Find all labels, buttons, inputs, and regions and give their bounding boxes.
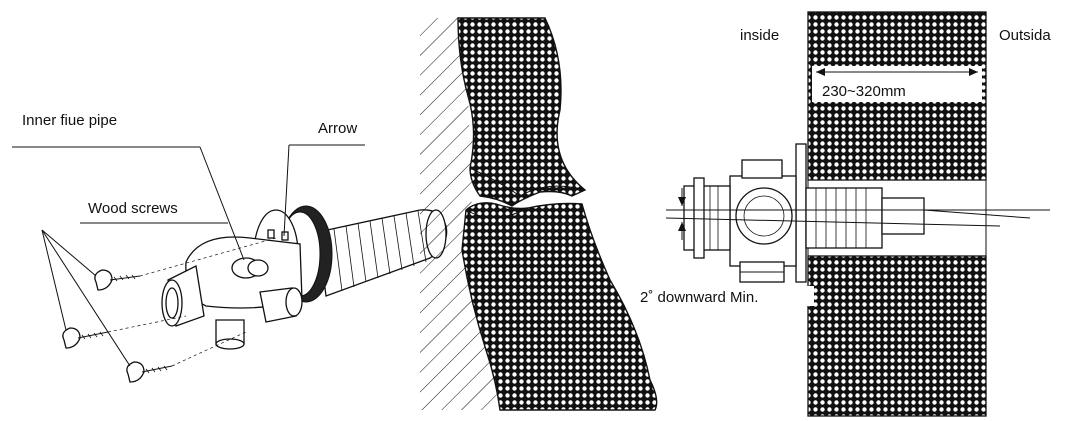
inner-pipe-leader [199, 146, 245, 261]
outside-label: Outsida [999, 27, 1051, 44]
wood-screws-leader-1 [41, 229, 97, 277]
screw-1 [94, 269, 141, 291]
wood-screws-leader-2 [41, 229, 67, 331]
wall-dotted-mass [457, 17, 587, 207]
side-cross-fitting [729, 159, 797, 283]
slope-label: 2˚ downward Min. [640, 289, 758, 306]
leader-lines [12, 144, 365, 367]
pipe-assembly: Inner fiue pipe Arrow Wood screws [12, 112, 448, 383]
left-corrugated-socket [683, 177, 731, 259]
installed-section: inside Outsida 230~320mm [640, 11, 1051, 417]
through-wall-pipe [805, 187, 1031, 249]
screw-2 [62, 327, 109, 349]
arrow-leader [283, 144, 290, 237]
inner-flue-pipe-label: Inner fiue pipe [22, 112, 117, 129]
wood-screws-leader-3 [41, 229, 131, 367]
wall-hole-bottom [465, 207, 529, 219]
inside-label: inside [740, 27, 779, 44]
wall-hatching [420, 18, 600, 410]
wood-screws-label: Wood screws [88, 200, 178, 217]
screw-paths [107, 237, 277, 367]
thickness-dimension [812, 66, 982, 102]
cross-fitting-body [161, 229, 303, 350]
outer-wall-bottom [807, 255, 987, 417]
slope-lines [665, 188, 1050, 240]
wall-flange-plate [795, 143, 807, 283]
screw-3 [126, 361, 173, 383]
wall-thickness-label: 230~320mm [822, 83, 906, 100]
arrow-label: Arrow [318, 120, 357, 137]
wall-hole-edge [469, 167, 586, 197]
wall-section [420, 17, 658, 411]
wall-dotted-lower [461, 202, 658, 411]
